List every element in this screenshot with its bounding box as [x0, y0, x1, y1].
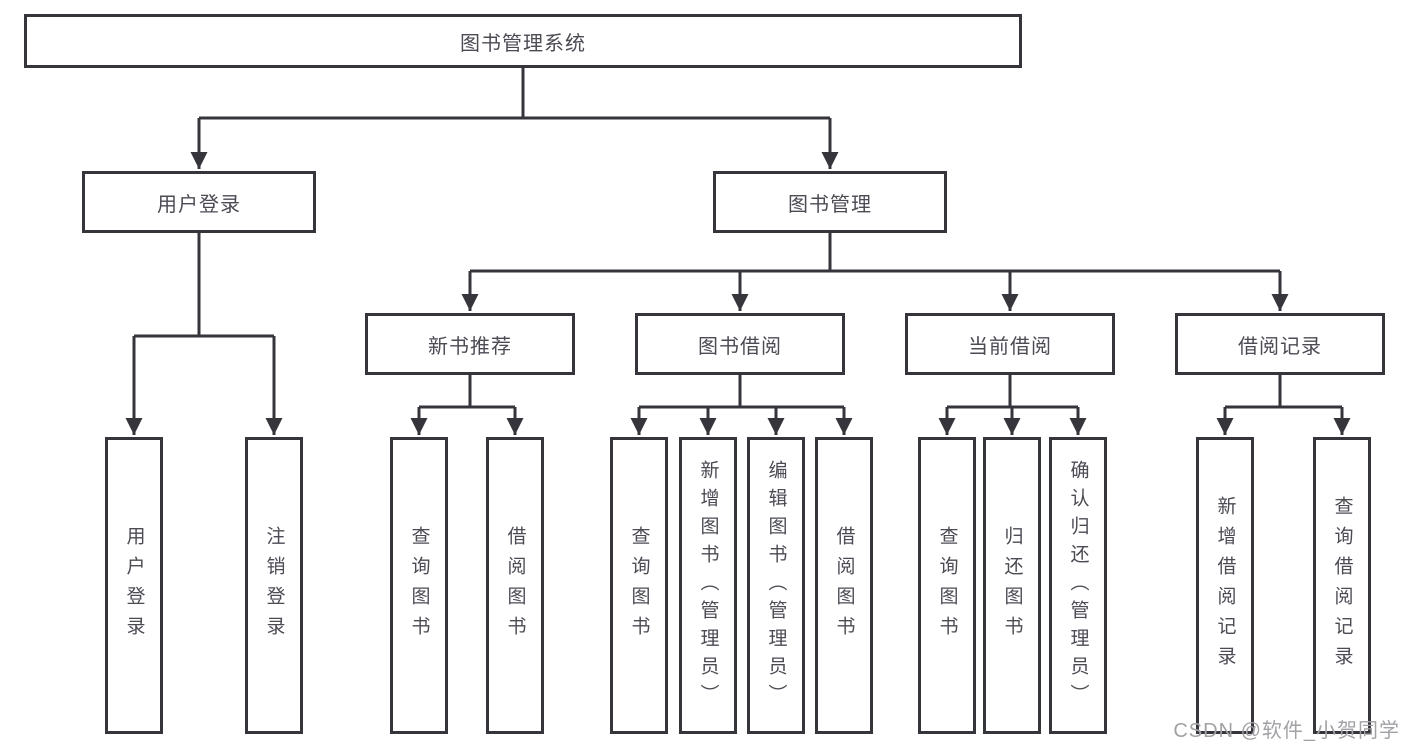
connector-user-login [125, 233, 283, 435]
node-label: 用户登录 [157, 193, 241, 216]
leaf-label: 归还图书 [1001, 525, 1023, 646]
node-label: 图书借阅 [698, 335, 782, 358]
leaf-label: 新增借阅记录 [1214, 495, 1236, 676]
leaf-user-login: 用户登录 [105, 437, 163, 734]
leaf-query-books-recommend: 查询图书 [390, 437, 448, 734]
connector-root [190, 68, 839, 169]
leaf-add-borrow-record: 新增借阅记录 [1196, 437, 1254, 734]
leaf-query-books-borrow: 查询图书 [610, 437, 668, 734]
leaf-label: 借阅图书 [504, 525, 526, 646]
leaf-logout: 注销登录 [245, 437, 303, 734]
connector-new-book-recommend [410, 375, 524, 435]
leaf-label: 查询图书 [628, 525, 650, 646]
leaf-label: 编辑图书（管理员） [765, 459, 787, 712]
leaf-query-borrow-record: 查询借阅记录 [1313, 437, 1371, 734]
connector-borrow-records [1216, 375, 1351, 435]
node-label: 图书管理 [788, 193, 872, 216]
leaf-borrow-books-recommend: 借阅图书 [486, 437, 544, 734]
leaf-label: 查询图书 [408, 525, 430, 646]
node-user-login: 用户登录 [82, 171, 316, 233]
node-library-management-system: 图书管理系统 [24, 14, 1022, 68]
leaf-label: 用户登录 [123, 525, 145, 646]
connector-current-borrow [938, 375, 1087, 435]
leaf-borrow-books: 借阅图书 [815, 437, 873, 734]
node-label: 图书管理系统 [460, 32, 586, 55]
leaf-label: 查询借阅记录 [1331, 495, 1353, 676]
leaf-confirm-return-admin: 确认归还（管理员） [1049, 437, 1107, 734]
connector-book-borrow [630, 375, 853, 435]
connector-book-management [461, 233, 1289, 311]
node-label: 借阅记录 [1238, 335, 1322, 358]
leaf-edit-book-admin: 编辑图书（管理员） [747, 437, 805, 734]
csdn-watermark: CSDN @软件_小贺同学 [1173, 720, 1400, 742]
leaf-label: 确认归还（管理员） [1067, 459, 1089, 712]
node-label: 新书推荐 [428, 335, 512, 358]
node-book-borrow: 图书借阅 [635, 313, 845, 375]
leaf-label: 注销登录 [263, 525, 285, 646]
leaf-label: 新增图书（管理员） [697, 459, 719, 712]
leaf-return-book: 归还图书 [983, 437, 1041, 734]
leaf-label: 查询图书 [936, 525, 958, 646]
node-label: 当前借阅 [968, 335, 1052, 358]
leaf-query-books-current: 查询图书 [918, 437, 976, 734]
node-current-borrow: 当前借阅 [905, 313, 1115, 375]
leaf-add-book-admin: 新增图书（管理员） [679, 437, 737, 734]
node-new-book-recommend: 新书推荐 [365, 313, 575, 375]
node-book-management: 图书管理 [713, 171, 947, 233]
node-borrow-records: 借阅记录 [1175, 313, 1385, 375]
leaf-label: 借阅图书 [833, 525, 855, 646]
